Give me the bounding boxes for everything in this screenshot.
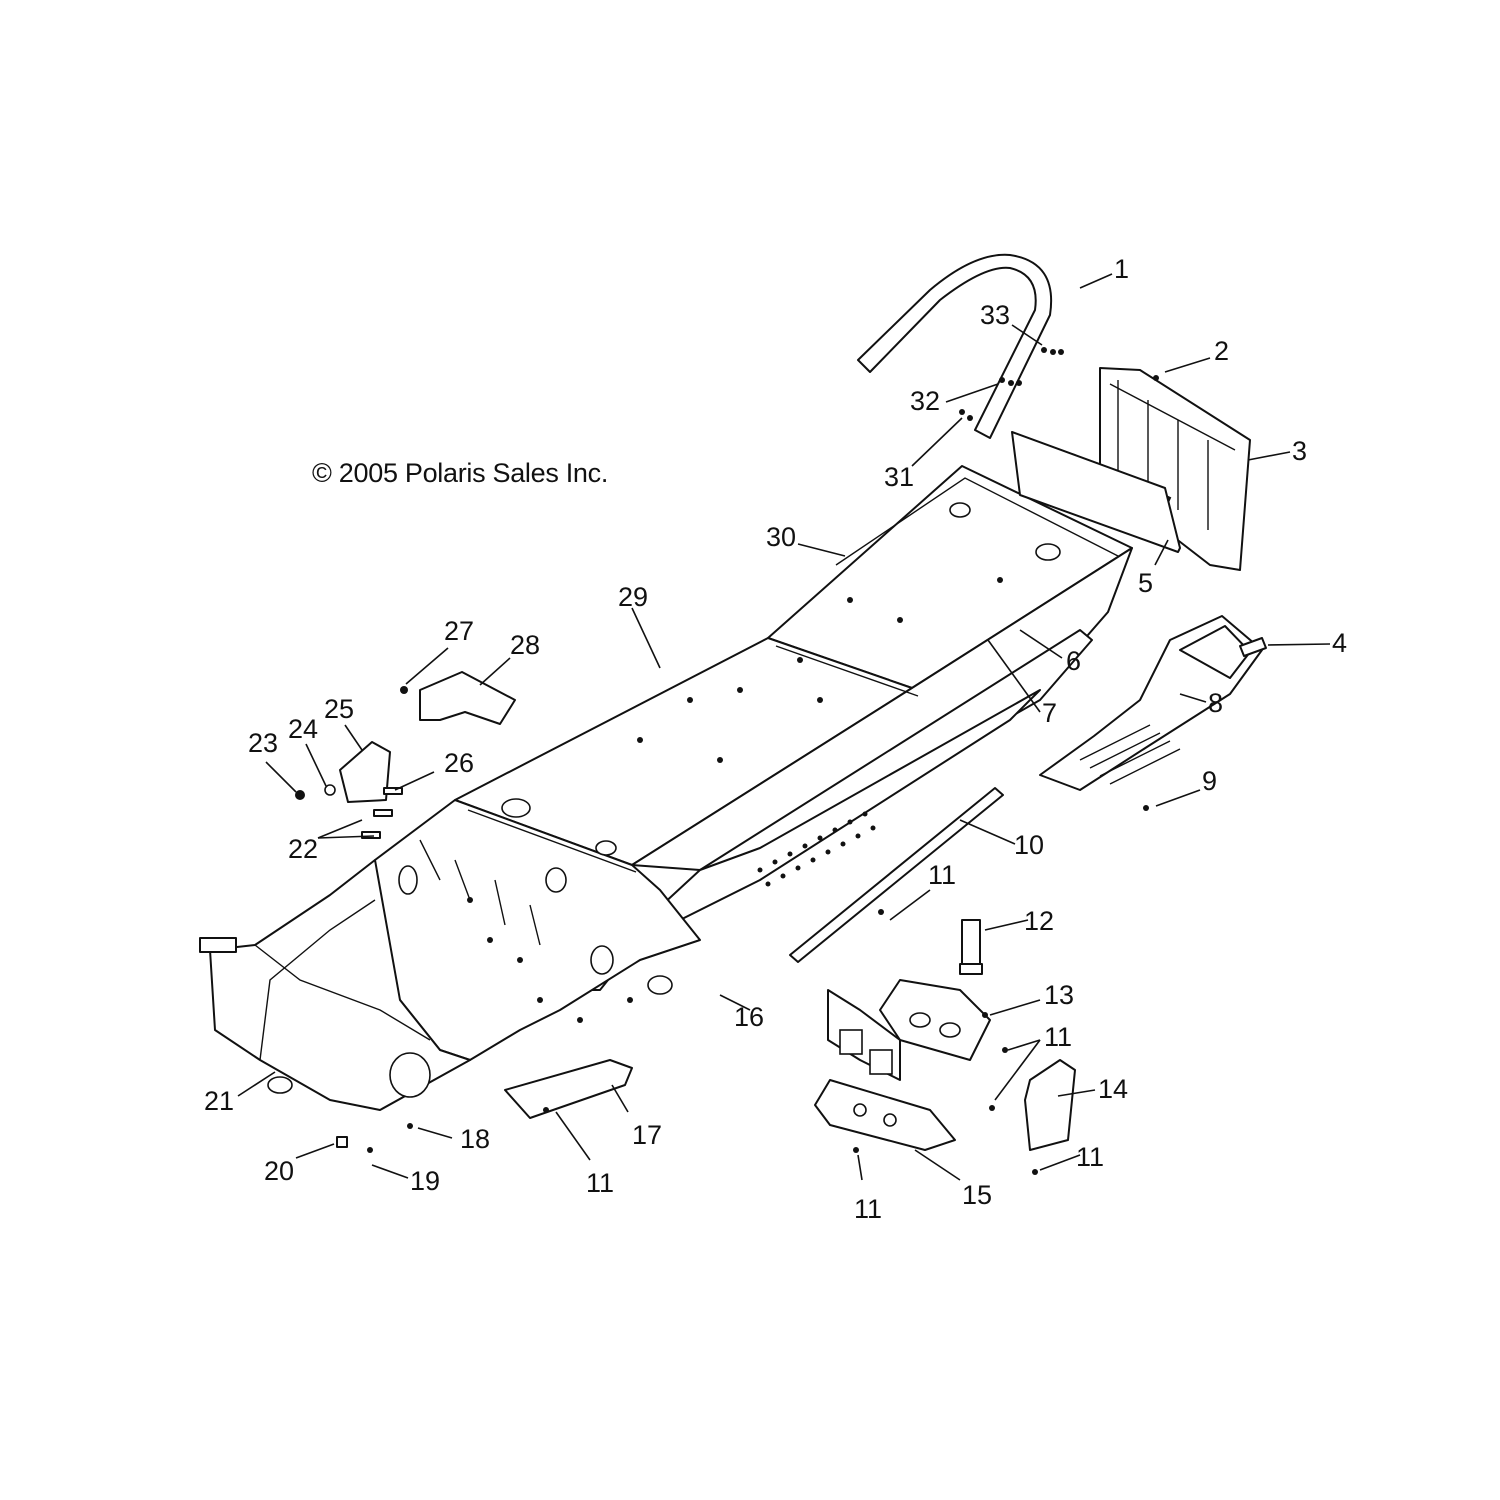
callout-27: 27 [444,616,474,646]
skid-plate [504,1059,633,1119]
callout-30: 30 [766,522,796,552]
callout-29: 29 [618,582,648,612]
callout-11-e: 11 [586,1168,614,1198]
callout-10: 10 [1014,830,1044,860]
callout-26: 26 [444,748,474,778]
bumper-panel [1011,431,1181,553]
callout-25: 25 [324,694,354,724]
decal [1239,637,1267,657]
callout-3: 3 [1292,436,1307,466]
callout-33: 33 [980,300,1010,330]
callout-20: 20 [264,1156,294,1186]
callout-7: 7 [1042,698,1057,728]
callout-32: 32 [910,386,940,416]
callout-9: 9 [1202,766,1217,796]
callout-18: 18 [460,1124,490,1154]
copyright-notice: © 2005 Polaris Sales Inc. [312,458,609,488]
callout-11-c: 11 [1076,1142,1104,1172]
callout-22: 22 [288,834,318,864]
bracket-14 [1024,1059,1076,1151]
callout-17: 17 [632,1120,662,1150]
rear-flap [1039,615,1263,791]
leader-lines [237,273,1331,1181]
grab-rail [857,253,1053,439]
callout-1: 1 [1114,254,1129,284]
callout-14: 14 [1098,1074,1128,1104]
callout-28: 28 [510,630,540,660]
callout-6: 6 [1066,646,1081,676]
bracket-15 [814,1079,956,1151]
callout-labels: 1 2 3 4 5 6 7 8 9 10 11 12 13 11 14 11 1… [204,254,1347,1224]
bracket-28 [419,671,516,725]
bracket-13 [879,979,991,1061]
callout-2: 2 [1214,336,1229,366]
tunnel-strip [789,787,1004,963]
side-vent-perforations [757,811,876,887]
callout-19: 19 [410,1166,440,1196]
callout-31: 31 [884,462,914,492]
callout-11-b: 11 [1044,1022,1072,1052]
callout-13: 13 [1044,980,1074,1010]
callout-23: 23 [248,728,278,758]
bracket-13-plate [827,989,901,1081]
callout-4: 4 [1332,628,1347,658]
callout-11-d: 11 [854,1194,882,1224]
callout-11-a: 11 [928,860,956,890]
callout-12: 12 [1024,906,1054,936]
callout-16: 16 [734,1002,764,1032]
fasteners [295,347,1159,1175]
chassis-tunnel [199,465,1133,1111]
callout-21: 21 [204,1086,234,1116]
callout-24: 24 [288,714,318,744]
callout-15: 15 [962,1180,992,1210]
callout-8: 8 [1208,688,1223,718]
clip-part [959,919,983,975]
callout-5: 5 [1138,568,1153,598]
plate-25 [339,741,391,803]
